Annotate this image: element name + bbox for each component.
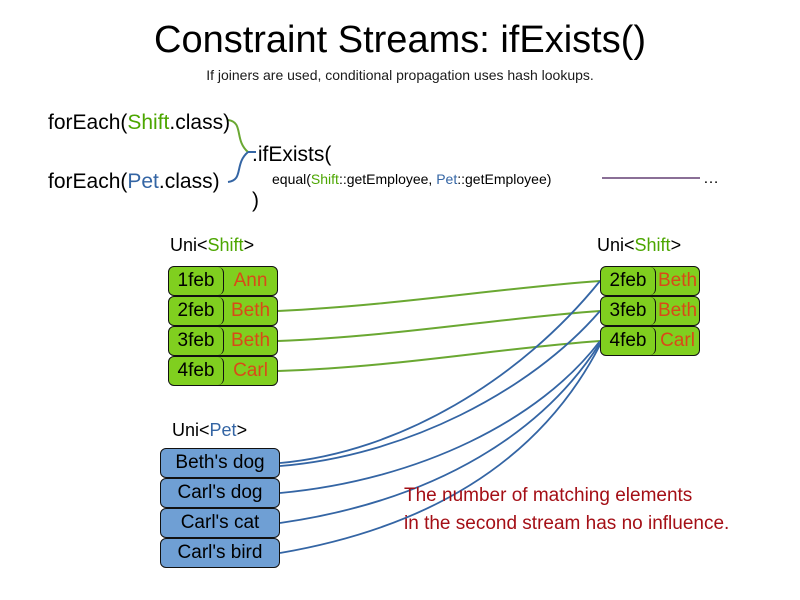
code-close-paren: ) [252,189,259,212]
code-token-pet: Pet [127,170,159,193]
label-shift-right-prefix: Uni< [597,235,635,255]
label-pet-type: Pet [209,420,237,440]
pet-row-label: Carl's bird [177,542,263,563]
shift-left-date: 4feb [169,357,224,385]
label-shift-left-prefix: Uni< [170,235,208,255]
pet-row[interactable]: Beth's dog [160,448,280,478]
annotation-line-2: in the second stream has no influence. [404,513,730,534]
code-ifexists-open: .ifExists( [252,143,332,166]
shift-left-row[interactable]: 4feb Carl [168,356,278,386]
shift-right-date: 2feb [601,267,656,295]
shift-right-name: Beth [657,270,698,291]
label-uni-shift-right: Uni<Shift> [597,234,681,256]
shift-right-row[interactable]: 3feb Beth [600,296,700,326]
code-token-shift: Shift [127,111,170,134]
annotation-line-1: The number of matching elements [404,485,693,506]
code-equal-prefix: equal( [272,171,311,187]
shift-right-name: Carl [660,330,695,351]
pet-row-label: Carl's dog [177,482,263,503]
code-equal-left-method: ::getEmployee, [338,171,437,187]
pet-row-label: Carl's cat [180,512,260,533]
brace-shift-stroke [227,119,249,153]
wire-green-4feb [277,340,601,372]
code-foreach-pet-suffix: .class) [158,170,220,193]
shift-left-row[interactable]: 3feb Beth [168,326,278,356]
pet-row[interactable]: Carl's dog [160,478,280,508]
label-pet-prefix: Uni< [172,420,210,440]
shift-left-name: Ann [233,270,268,291]
shift-left-date: 3feb [169,327,224,355]
code-foreach-shift-suffix: .class) [169,111,231,134]
label-shift-right-suffix: > [670,235,682,255]
code-equal-right-method: ::getEmployee) [457,171,552,187]
code-foreach-pet-prefix: forEach( [48,170,128,193]
wire-blue-bethsdog-3feb [279,310,601,467]
label-uni-pet: Uni<Pet> [172,419,247,441]
code-foreach-shift-prefix: forEach( [48,111,128,134]
shift-right-row[interactable]: 4feb Carl [600,326,700,356]
wire-green-2feb [277,280,601,312]
label-shift-left-suffix: > [243,235,255,255]
brace-pet-stroke [227,151,249,183]
shift-right-date: 3feb [601,297,656,325]
label-pet-suffix: > [236,420,248,440]
shift-left-date: 1feb [169,267,224,295]
code-equal-token-pet: Pet [436,171,458,187]
code-equal-token-shift: Shift [310,171,339,187]
pet-row[interactable]: Carl's bird [160,538,280,568]
shift-right-name: Beth [657,300,698,321]
shift-left-name: Beth [230,300,271,321]
slide-subtitle: If joiners are used, conditional propaga… [206,67,594,83]
code-foreach-shift: forEach(Shift.class) [48,110,230,135]
code-equal-joiner: equal(Shift::getEmployee, Pet::getEmploy… [272,170,551,188]
trailing-ellipsis: … [703,170,719,187]
code-foreach-pet: forEach(Pet.class) [48,169,220,194]
shift-left-name: Carl [233,360,268,381]
pet-row-label: Beth's dog [175,452,265,473]
shift-left-row[interactable]: 1feb Ann [168,266,278,296]
annotation-note: The number of matching elements in the s… [404,482,774,538]
shift-right-date: 4feb [601,327,656,355]
wire-green-3feb [277,310,601,342]
label-uni-shift-left: Uni<Shift> [170,234,254,256]
label-shift-right-type: Shift [634,235,671,255]
label-shift-left-type: Shift [207,235,244,255]
shift-left-row[interactable]: 2feb Beth [168,296,278,326]
shift-left-date: 2feb [169,297,224,325]
slide-title: Constraint Streams: ifExists() [154,19,646,61]
wire-blue-bethsdog-2feb [279,280,601,464]
wire-blue-carlsdog-4feb [279,340,601,494]
shift-right-row[interactable]: 2feb Beth [600,266,700,296]
pet-row[interactable]: Carl's cat [160,508,280,538]
shift-left-name: Beth [230,330,271,351]
